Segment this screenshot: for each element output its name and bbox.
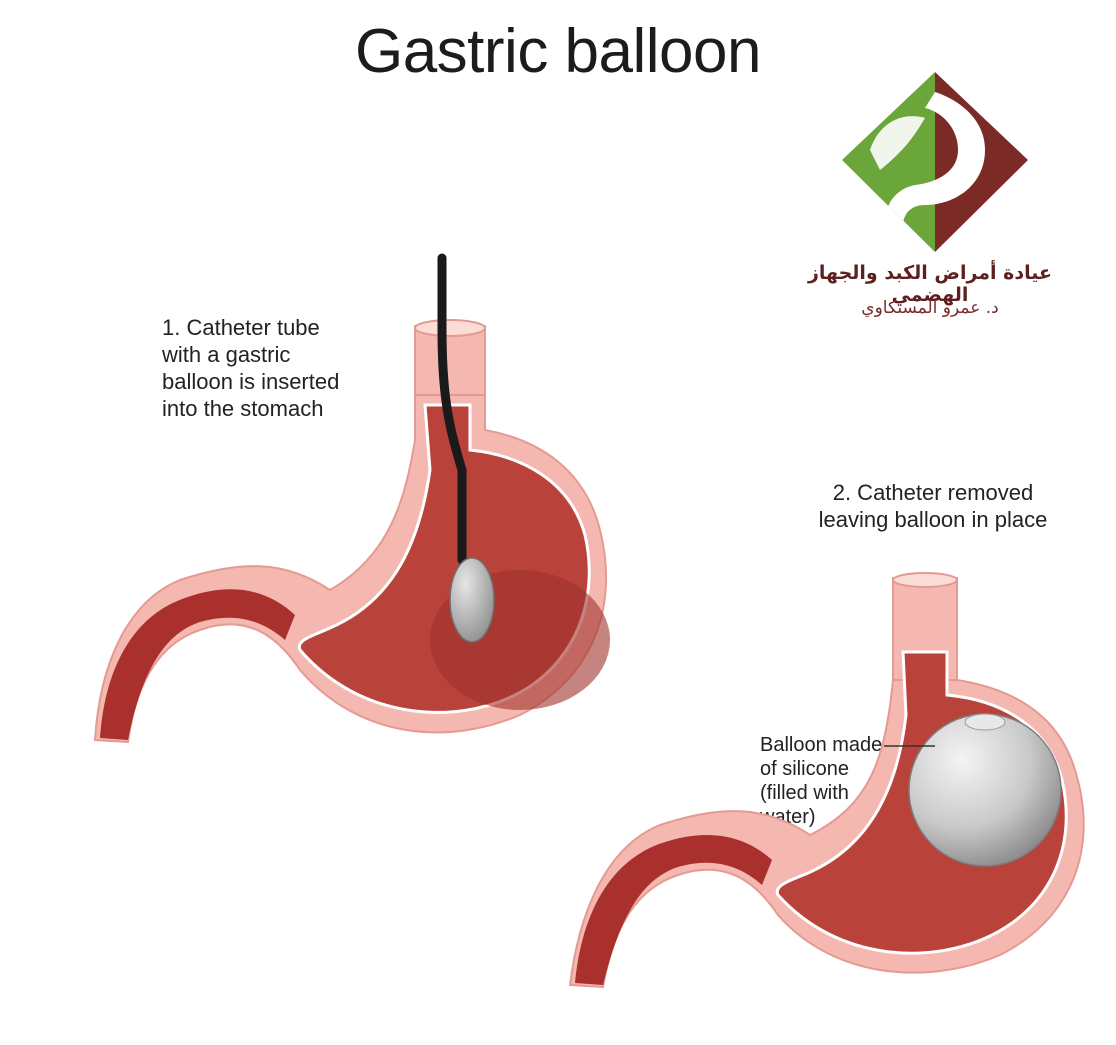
step2-label: 2. Catheter removed leaving balloon in p… [808, 479, 1058, 533]
step2-line: leaving balloon in place [818, 507, 1048, 532]
step2-line: 2. Catheter removed [832, 480, 1034, 505]
balloon-material-label: Balloon made of silicone (filled with wa… [760, 733, 882, 829]
duodenum-1 [100, 589, 295, 740]
logo-clinic-name: عيادة أمراض الكبد والجهاز الهضمي [807, 262, 1053, 306]
balloon-label-line: (filled with [760, 782, 849, 804]
duodenum-2 [575, 834, 772, 985]
step1-line: balloon is inserted [162, 369, 340, 394]
step1-line: with a gastric [162, 342, 291, 367]
logo-doctor-name: د. عمرو المستكاوي [861, 298, 999, 318]
balloon-label-line: of silicone [760, 758, 849, 780]
balloon-label-line: Balloon made [760, 734, 883, 756]
esophagus-1-opening [414, 319, 486, 337]
catheter-tube [437, 253, 467, 565]
step1-line: 1. Catheter tube [162, 315, 320, 340]
deflated-balloon [449, 557, 495, 643]
stomach-1 [93, 253, 610, 744]
stomach-2 [568, 572, 1085, 989]
esophagus-2-opening [892, 572, 958, 588]
step1-label: 1. Catheter tube with a gastric balloon … [162, 314, 339, 422]
step1-line: into the stomach [162, 396, 324, 421]
page-title: Gastric balloon [354, 17, 762, 86]
balloon-valve [964, 713, 1006, 731]
inflated-balloon [908, 713, 1062, 867]
